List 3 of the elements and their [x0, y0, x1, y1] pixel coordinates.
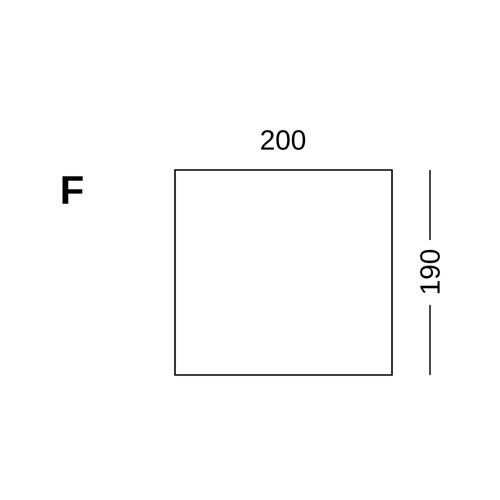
dimension-text: 190: [420, 250, 440, 294]
rectangle-outline: [174, 169, 393, 376]
view-label: F: [62, 176, 83, 204]
